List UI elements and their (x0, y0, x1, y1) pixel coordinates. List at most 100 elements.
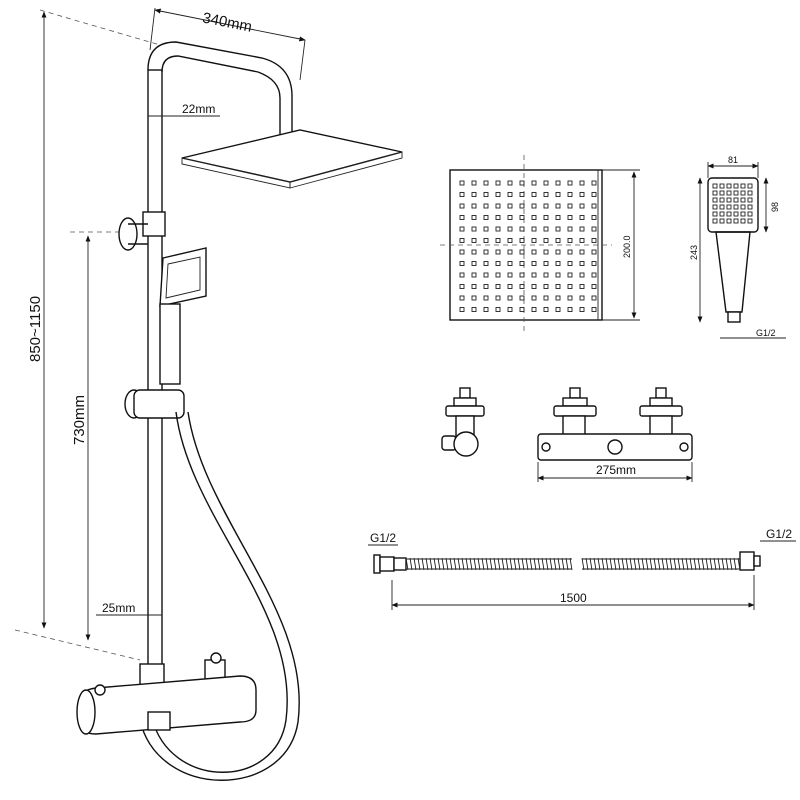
hose-thread-left-label: G1/2 (370, 531, 396, 545)
nozzle (507, 192, 513, 197)
nozzle (712, 183, 718, 189)
hose-coil-segment (405, 557, 573, 571)
nozzle (567, 307, 573, 312)
nozzle (567, 226, 573, 232)
nozzle (726, 211, 732, 217)
nozzle (555, 272, 561, 278)
nozzle (507, 307, 513, 312)
nozzle (740, 197, 746, 203)
nozzle (471, 180, 477, 186)
hand-nozzle-grid (712, 183, 753, 224)
nozzle (543, 284, 549, 289)
nozzle (740, 204, 746, 210)
nozzle (459, 180, 465, 186)
nozzle (507, 203, 513, 209)
bar-height-label: 730mm (71, 395, 88, 445)
nozzle (519, 249, 525, 255)
nozzle (567, 215, 573, 220)
nozzle (733, 211, 739, 217)
nozzle (519, 261, 525, 266)
nozzle (519, 272, 525, 278)
nozzle (733, 190, 739, 196)
nozzle (591, 192, 597, 197)
hose-length-label: 1500 (560, 591, 587, 605)
overhead-arm (147, 41, 293, 140)
nozzle (483, 238, 489, 243)
nozzle (519, 238, 525, 243)
nozzle (719, 190, 725, 196)
nozzle (483, 203, 489, 209)
nozzle (495, 261, 501, 266)
nozzle (507, 295, 513, 301)
nozzle (567, 238, 573, 243)
nozzle (459, 249, 465, 255)
nozzle (555, 180, 561, 186)
nozzle (555, 249, 561, 255)
nozzle (495, 226, 501, 232)
nozzle (719, 204, 725, 210)
nozzle (733, 204, 739, 210)
nozzle (483, 284, 489, 289)
nozzle (567, 284, 573, 289)
nozzle (567, 272, 573, 278)
total-height-label: 850~1150 (27, 296, 44, 362)
nozzle (555, 215, 561, 220)
nozzle (471, 284, 477, 289)
hose-curve (151, 411, 288, 773)
nozzle (591, 261, 597, 266)
nozzle (591, 307, 597, 312)
nozzle (459, 261, 465, 266)
nozzle (531, 307, 537, 312)
nozzle (495, 180, 501, 186)
nozzle (471, 215, 477, 220)
nozzle (495, 249, 501, 255)
valve-elbow (441, 387, 485, 457)
nozzle (733, 197, 739, 203)
nozzle (507, 215, 513, 220)
nozzle (555, 307, 561, 312)
nozzle (726, 190, 732, 196)
nozzle (579, 215, 585, 220)
nozzle (747, 218, 753, 224)
nozzle (459, 284, 465, 289)
nozzle (543, 192, 549, 197)
nozzle (740, 190, 746, 196)
nozzle (507, 261, 513, 266)
nozzle (483, 180, 489, 186)
nozzle (471, 192, 477, 197)
nozzle (507, 249, 513, 255)
nozzle (567, 180, 573, 186)
nozzle (471, 295, 477, 301)
nozzle (507, 180, 513, 186)
nozzle (712, 197, 718, 203)
shower-column: 340mm 22mm 850~1150 730mm 25mm (14, 7, 403, 781)
nozzle (726, 183, 732, 189)
nozzle (543, 295, 549, 301)
nozzle (543, 226, 549, 232)
nozzle (555, 284, 561, 289)
nozzle (483, 215, 489, 220)
nozzle (726, 197, 732, 203)
nozzle (483, 272, 489, 278)
nozzle (555, 203, 561, 209)
nozzle (531, 203, 537, 209)
nozzle (567, 249, 573, 255)
nozzle (483, 192, 489, 197)
nozzle (740, 183, 746, 189)
nozzle (495, 307, 501, 312)
hand-width-label: 81 (728, 155, 738, 165)
nozzle (579, 295, 585, 301)
nozzle (507, 284, 513, 289)
nozzle (591, 238, 597, 243)
nozzle (747, 204, 753, 210)
nozzle (483, 307, 489, 312)
nozzle (495, 192, 501, 197)
nozzle (747, 190, 753, 196)
nozzle (471, 238, 477, 243)
nozzle (555, 192, 561, 197)
nozzle (519, 307, 525, 312)
nozzle (591, 272, 597, 278)
nozzle (719, 183, 725, 189)
